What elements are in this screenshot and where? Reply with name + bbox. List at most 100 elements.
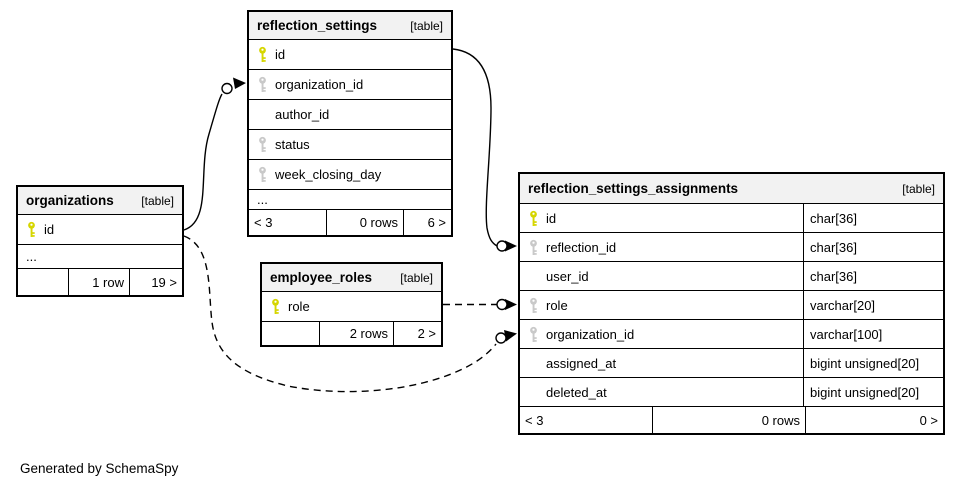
key-icon: [258, 76, 266, 92]
table-row: ...: [249, 190, 451, 210]
table-row: user_id char[36]: [520, 262, 943, 291]
foreign-key-cell: [520, 326, 546, 343]
table-name: reflection_settings: [257, 18, 378, 33]
primary-key-cell: [520, 210, 546, 227]
column-type: varchar[100]: [803, 320, 943, 348]
footer-children-count: [18, 269, 69, 295]
footer-parents-count: 2 >: [417, 326, 436, 341]
table-name: employee_roles: [270, 270, 373, 285]
footer-row-count: 0 rows: [327, 210, 404, 235]
column-type: bigint unsigned[20]: [803, 378, 943, 406]
table-row: organization_id varchar[100]: [520, 320, 943, 349]
table-columns: id char[36] reflection_id char[36] user_id ch…: [520, 204, 943, 407]
footer-children-count: [262, 322, 320, 345]
table-header: organizations [table]: [18, 187, 182, 215]
foreign-key-cell: [249, 76, 275, 93]
table-row: status: [249, 130, 451, 160]
table-row: ...: [18, 245, 182, 269]
table-footer: < 3 0 rows 0 >: [520, 407, 943, 433]
relation-reflection-settings-to-assignments: [452, 48, 498, 247]
column-name: id: [275, 47, 286, 62]
column-name: organization_id: [546, 326, 635, 342]
table-tag: [table]: [902, 181, 935, 196]
table-name: reflection_settings_assignments: [528, 181, 739, 196]
primary-key-cell: [18, 221, 44, 238]
column-type: bigint unsigned[20]: [803, 349, 943, 377]
column-type: char[36]: [803, 262, 943, 290]
table-row: role: [262, 292, 441, 322]
footer-row-count: 1 row: [69, 269, 130, 295]
footer-parents-count: 19 >: [151, 274, 177, 290]
column-name: author_id: [275, 107, 330, 122]
column-ellipsis: ...: [26, 249, 37, 264]
table-columns: role: [262, 292, 441, 322]
table-row: role varchar[20]: [520, 291, 943, 320]
table-row: week_closing_day: [249, 160, 451, 190]
primary-key-cell: [262, 298, 288, 315]
footer-children-count: < 3: [249, 210, 327, 235]
column-type: varchar[20]: [803, 291, 943, 319]
key-icon: [529, 326, 537, 342]
arrowhead-assignments-reflection-id: [505, 240, 517, 252]
generated-by-note: Generated by SchemaSpy: [20, 461, 179, 476]
key-icon: [258, 166, 266, 182]
table-node-employee-roles[interactable]: employee_roles [table] role 2 rows 2 >: [260, 262, 443, 347]
column-type: char[36]: [803, 204, 943, 232]
key-icon: [529, 297, 537, 313]
table-footer: 2 rows 2 >: [262, 322, 441, 345]
table-row: reflection_id char[36]: [520, 233, 943, 262]
key-icon: [529, 210, 537, 226]
table-footer: < 3 0 rows 6 >: [249, 210, 451, 235]
arrowhead-reflection-settings-organization-id: [233, 77, 246, 89]
table-columns: id...: [18, 215, 182, 269]
table-row: id char[36]: [520, 204, 943, 233]
column-name: id: [44, 222, 55, 237]
key-icon: [529, 239, 537, 255]
column-name: week_closing_day: [275, 167, 382, 182]
column-name: role: [288, 299, 310, 314]
column-name: assigned_at: [546, 355, 617, 371]
odot-assignments-role: [496, 298, 508, 311]
column-name: role: [546, 297, 568, 313]
column-name: organization_id: [275, 77, 364, 92]
arrowhead-assignments-organization-id: [504, 330, 517, 342]
footer-children-count: < 3: [520, 407, 653, 433]
primary-key-cell: [249, 46, 275, 63]
relation-organizations-to-assignments: [183, 235, 497, 393]
column-ellipsis: ...: [257, 192, 268, 207]
foreign-key-cell: [249, 166, 275, 183]
footer-parents-count: 0 >: [919, 412, 938, 428]
table-row: id: [18, 215, 182, 245]
column-name: reflection_id: [546, 239, 617, 255]
column-name: user_id: [546, 268, 589, 284]
table-tag: [table]: [141, 193, 174, 208]
table-name: organizations: [26, 193, 114, 208]
table-row: author_id: [249, 100, 451, 130]
table-node-organizations[interactable]: organizations [table] id... 1 row 19 >: [16, 185, 184, 297]
table-node-reflection-settings-assignments[interactable]: reflection_settings_assignments [table] …: [518, 172, 945, 435]
table-footer: 1 row 19 >: [18, 269, 182, 295]
footer-parents-count: 6 >: [427, 215, 446, 230]
key-icon: [258, 46, 266, 62]
key-icon: [27, 221, 35, 237]
table-row: id: [249, 40, 451, 70]
odot-reflection-settings-organization-id: [221, 82, 233, 95]
relation-organizations-to-reflection-settings: [183, 93, 223, 231]
table-row: assigned_at bigint unsigned[20]: [520, 349, 943, 378]
table-node-reflection-settings[interactable]: reflection_settings [table] id organizati…: [247, 10, 453, 237]
column-name: id: [546, 210, 557, 226]
table-tag: [table]: [410, 18, 443, 33]
table-row: organization_id: [249, 70, 451, 100]
table-header: reflection_settings [table]: [249, 12, 451, 40]
key-icon: [271, 298, 279, 314]
odot-assignments-reflection-id: [496, 240, 508, 252]
footer-row-count: 0 rows: [653, 407, 806, 433]
odot-assignments-organization-id: [495, 332, 507, 344]
column-type: char[36]: [803, 233, 943, 261]
key-icon: [258, 136, 266, 152]
table-tag: [table]: [400, 270, 433, 285]
column-name: status: [275, 137, 310, 152]
